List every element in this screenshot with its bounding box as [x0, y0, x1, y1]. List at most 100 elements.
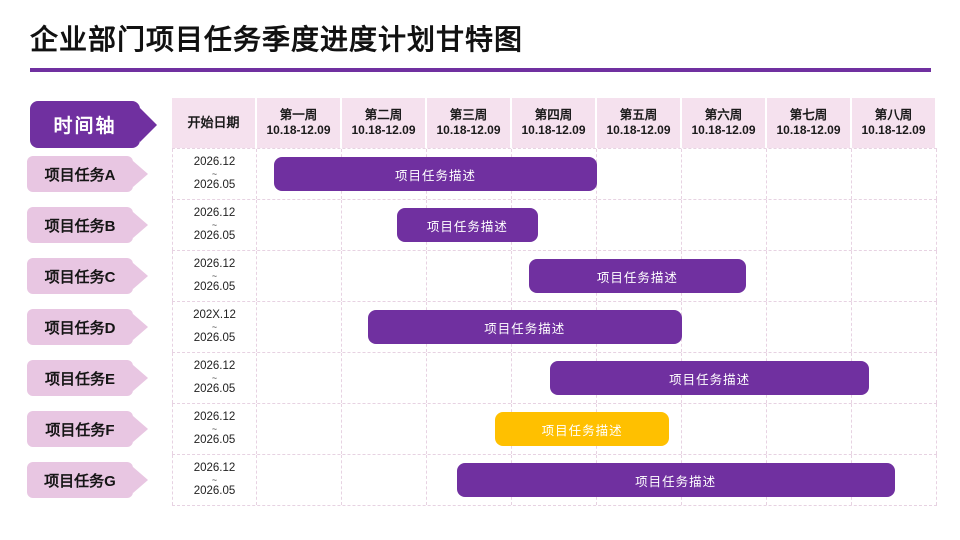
grid-cell: [257, 200, 342, 250]
date-separator: ~: [211, 474, 218, 485]
grid-cell: [767, 302, 852, 352]
task-label: 项目任务F: [45, 421, 115, 439]
task-start-date: 2026.12: [193, 410, 236, 423]
task-label-pennant: 项目任务C: [27, 258, 133, 294]
timeline-axis-pennant: 时间轴: [30, 101, 140, 148]
gantt-bar-label: 项目任务描述: [541, 423, 623, 438]
week-header-cell: 第四周 10.18-12.09: [512, 98, 595, 148]
task-row: 项目任务F 2026.12 ~ 2026.05 项目任务描述: [27, 404, 937, 455]
week-name: 第七周: [789, 107, 828, 122]
task-label: 项目任务B: [44, 217, 116, 235]
gantt-bar[interactable]: 项目任务描述: [550, 361, 869, 395]
task-end-date: 2026.05: [193, 434, 236, 447]
week-date-range: 10.18-12.09: [436, 123, 501, 138]
week-name: 第五周: [619, 107, 658, 122]
week-date-range: 10.18-12.09: [351, 123, 416, 138]
task-label-pennant: 项目任务E: [27, 360, 133, 396]
task-end-date: 2026.05: [193, 179, 236, 192]
week-name: 第四周: [534, 107, 573, 122]
task-row: 项目任务D 202X.12 ~ 2026.05 项目任务描述: [27, 302, 937, 353]
title-underline-rule: [30, 68, 931, 72]
date-separator: ~: [211, 168, 218, 179]
gantt-bar[interactable]: 项目任务描述: [367, 310, 682, 344]
grid-cell: [767, 200, 852, 250]
grid-cell: [682, 149, 767, 199]
date-separator: ~: [211, 372, 218, 383]
week-date-range: 10.18-12.09: [606, 123, 671, 138]
slide-title: 企业部门项目任务季度进度计划甘特图: [30, 24, 524, 55]
grid-cell: [682, 404, 767, 454]
task-label-pennant: 项目任务A: [27, 156, 133, 192]
task-start-date: 2026.12: [193, 257, 236, 270]
grid-cell: [427, 251, 512, 301]
task-start-date: 2026.12: [193, 206, 236, 219]
task-start-date: 2026.12: [193, 359, 236, 372]
task-label: 项目任务A: [44, 166, 116, 184]
gantt-bar[interactable]: 项目任务描述: [495, 412, 670, 446]
gantt-bar-label: 项目任务描述: [426, 219, 508, 234]
week-name: 第八周: [874, 107, 913, 122]
task-start-date: 2026.12: [193, 461, 236, 474]
week-header-cell: 第三周 10.18-12.09: [427, 98, 510, 148]
gantt-header-row: 开始日期 第一周 10.18-12.09 第二周 10.18-12.09 第三周…: [172, 98, 937, 148]
task-label: 项目任务C: [44, 268, 116, 286]
task-label-pennant: 项目任务G: [27, 462, 133, 498]
task-label: 项目任务D: [44, 319, 116, 337]
grid-cell: [767, 149, 852, 199]
task-label-pennant: 项目任务B: [27, 207, 133, 243]
grid-cell: [597, 200, 682, 250]
task-date-cell: 2026.12 ~ 2026.05: [172, 455, 257, 505]
gantt-bar-label: 项目任务描述: [669, 372, 751, 387]
gantt-bar[interactable]: 项目任务描述: [456, 463, 895, 497]
task-row: 项目任务C 2026.12 ~ 2026.05 项目任务描述: [27, 251, 937, 302]
task-date-cell: 2026.12 ~ 2026.05: [172, 251, 257, 301]
grid-cell: [597, 404, 682, 454]
task-end-date: 2026.05: [193, 485, 236, 498]
grid-cell: [767, 404, 852, 454]
task-row: 项目任务G 2026.12 ~ 2026.05 项目任务描述: [27, 455, 937, 506]
date-separator: ~: [211, 321, 218, 332]
gantt-bar[interactable]: 项目任务描述: [274, 157, 597, 191]
task-end-date: 2026.05: [193, 230, 236, 243]
grid-cell: [852, 302, 937, 352]
gantt-bar[interactable]: 项目任务描述: [529, 259, 746, 293]
week-name: 第一周: [279, 107, 318, 122]
task-row: 项目任务B 2026.12 ~ 2026.05 项目任务描述: [27, 200, 937, 251]
task-date-cell: 2026.12 ~ 2026.05: [172, 353, 257, 403]
task-label-pennant: 项目任务D: [27, 309, 133, 345]
week-name: 第三周: [449, 107, 488, 122]
task-date-cell: 2026.12 ~ 2026.05: [172, 404, 257, 454]
task-label: 项目任务G: [44, 472, 116, 490]
start-date-header-cell: 开始日期: [172, 98, 255, 148]
week-date-range: 10.18-12.09: [266, 123, 331, 138]
grid-cell: [427, 353, 512, 403]
grid-cell: [342, 353, 427, 403]
task-end-date: 2026.05: [193, 332, 236, 345]
grid-cell: [852, 149, 937, 199]
date-separator: ~: [211, 270, 218, 281]
gantt-bar[interactable]: 项目任务描述: [397, 208, 538, 242]
task-date-cell: 2026.12 ~ 2026.05: [172, 149, 257, 199]
grid-cell: [257, 251, 342, 301]
week-header-cell: 第八周 10.18-12.09: [852, 98, 935, 148]
grid-cell: [852, 200, 937, 250]
grid-cell: [257, 353, 342, 403]
week-date-range: 10.18-12.09: [776, 123, 841, 138]
task-start-date: 2026.12: [193, 155, 236, 168]
week-header-cell: 第五周 10.18-12.09: [597, 98, 680, 148]
week-date-range: 10.18-12.09: [861, 123, 926, 138]
timeline-axis-label: 时间轴: [53, 116, 117, 137]
task-row: 项目任务A 2026.12 ~ 2026.05 项目任务描述: [27, 149, 937, 200]
week-date-range: 10.18-12.09: [521, 123, 586, 138]
week-header-cell: 第七周 10.18-12.09: [767, 98, 850, 148]
grid-cell: [852, 404, 937, 454]
grid-cell: [682, 302, 767, 352]
grid-cell: [342, 404, 427, 454]
gantt-bar-label: 项目任务描述: [596, 270, 678, 285]
week-header-cell: 第六周 10.18-12.09: [682, 98, 765, 148]
grid-cell: [682, 251, 767, 301]
gantt-bar-label: 项目任务描述: [394, 168, 476, 183]
grid-cell: [257, 455, 342, 505]
task-label-pennant: 项目任务F: [27, 411, 133, 447]
